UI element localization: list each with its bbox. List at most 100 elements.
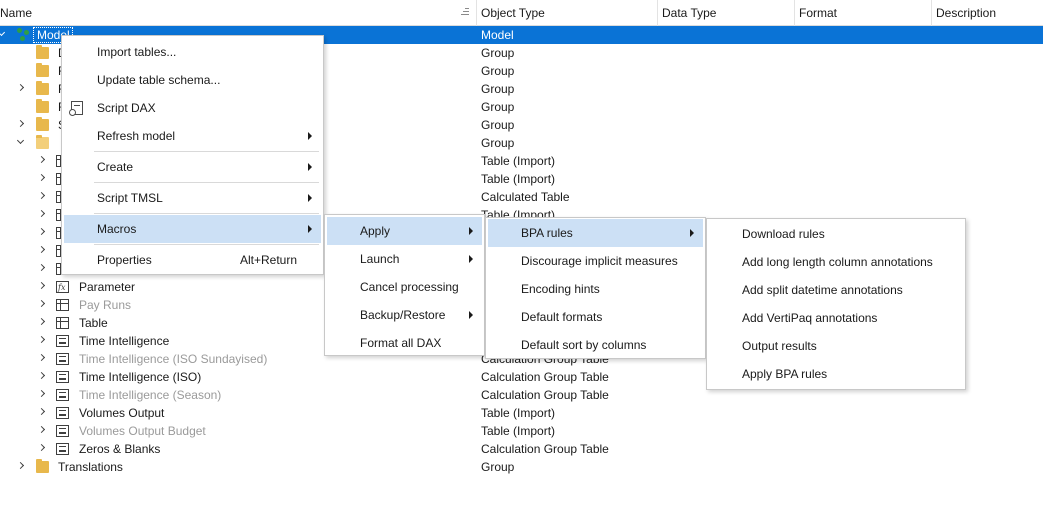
row-object-type: Table (Import) [481,154,556,168]
tree-row[interactable]: Time Intelligence (Season) Calculation G… [0,386,1043,404]
collapse-chevron-icon[interactable] [17,138,25,146]
tree-row[interactable]: Volumes Output Budget Table (Import) [0,422,1043,440]
tree-row[interactable]: Time Intelligence (ISO) Calculation Grou… [0,368,1043,386]
tree-row-parameter[interactable]: Parameter [0,278,1043,297]
model-icon [17,28,30,42]
expand-chevron-icon[interactable] [38,246,46,254]
expand-chevron-icon[interactable] [38,444,46,452]
menu-item-launch[interactable]: Launch [327,245,482,273]
row-object-type: Calculation Group Table [481,442,609,456]
menu-item-default-formats[interactable]: Default formats [488,303,703,331]
tree-row[interactable]: Volumes Output Table (Import) [0,404,1043,422]
calculation-group-icon [56,389,69,401]
tree-row[interactable]: Zeros & Blanks Calculation Group Table [0,440,1043,458]
row-object-type: Group [481,100,515,114]
expand-chevron-icon[interactable] [38,174,46,182]
menu-item-label: Default sort by columns [521,338,647,352]
row-object-type: Group [481,64,515,78]
menu-item-import-tables[interactable]: Import tables... [64,38,321,66]
header-name[interactable]: Name [0,0,477,26]
menu-item-label: Output results [742,339,817,353]
menu-item-apply[interactable]: Apply [327,217,482,245]
tree-row-time-intelligence[interactable]: Time Intelligence [0,332,1043,350]
menu-item-discourage-implicit-measures[interactable]: Discourage implicit measures [488,247,703,275]
menu-item-label: Import tables... [97,45,177,59]
menu-item-label: Script TMSL [97,191,163,205]
menu-item-output-results[interactable]: Output results [709,332,963,360]
tree-row-table[interactable]: Table [0,314,1043,332]
tree-row-pay-runs[interactable]: Pay Runs [0,296,1043,314]
expand-chevron-icon[interactable] [38,300,46,308]
submenu-arrow-icon [308,132,312,140]
menu-item-default-sort-by-columns[interactable]: Default sort by columns [488,331,703,359]
calculation-group-icon [56,371,69,383]
menu-item-macros[interactable]: Macros [64,215,321,243]
expand-chevron-icon[interactable] [17,84,25,92]
expand-chevron-icon[interactable] [38,336,46,344]
menu-item-label: Properties [97,253,152,267]
tree-row-translations[interactable]: Translations Group [0,458,1043,476]
menu-item-label: Refresh model [97,129,176,143]
expand-chevron-icon[interactable] [38,408,46,416]
menu-item-encoding-hints[interactable]: Encoding hints [488,275,703,303]
sort-icon[interactable] [459,8,469,18]
menu-item-download-rules[interactable]: Download rules [709,220,963,248]
expand-chevron-icon[interactable] [17,462,25,470]
menu-item-cancel-processing[interactable]: Cancel processing [327,273,482,301]
menu-item-apply-bpa-rules[interactable]: Apply BPA rules [709,360,963,388]
menu-item-script-dax[interactable]: Script DAX [64,94,321,122]
header-object-type[interactable]: Object Type [477,0,658,26]
row-name: Time Intelligence [79,334,170,348]
menu-item-bpa-rules[interactable]: BPA rules [488,219,703,247]
expand-chevron-icon[interactable] [38,156,46,164]
folder-icon [36,459,49,473]
column-header: Name Object Type Data Type Format Descri… [0,0,1043,26]
expand-chevron-icon[interactable] [38,390,46,398]
row-name: Time Intelligence (Season) [79,388,222,402]
submenu-arrow-icon [469,311,473,319]
menu-item-label: Discourage implicit measures [521,254,678,268]
expand-chevron-icon[interactable] [38,354,46,362]
menu-item-label: Add split datetime annotations [742,283,903,297]
row-object-type: Calculated Table [481,190,570,204]
menu-item-add-long-length-column-annotations[interactable]: Add long length column annotations [709,248,963,276]
menu-item-properties[interactable]: Properties Alt+Return [64,246,321,274]
header-description[interactable]: Description [936,6,997,20]
submenu-arrow-icon [308,194,312,202]
menu-separator [94,151,319,152]
menu-item-backup-restore[interactable]: Backup/Restore [327,301,482,329]
expand-chevron-icon[interactable] [38,264,46,272]
collapse-chevron-icon[interactable] [0,30,6,38]
calculation-group-icon [56,443,69,455]
menu-item-add-vertipaq-annotations[interactable]: Add VertiPaq annotations [709,304,963,332]
menu-item-label: Download rules [742,227,825,241]
expand-chevron-icon[interactable] [38,228,46,236]
table-icon [56,299,69,311]
menu-item-label: Apply [360,224,391,238]
table-icon [56,425,69,437]
macros-submenu: Apply Launch Cancel processing Backup/Re… [324,214,485,356]
menu-item-add-split-datetime-annotations[interactable]: Add split datetime annotations [709,276,963,304]
menu-item-format-all-dax[interactable]: Format all DAX [327,329,482,357]
bpa-rules-submenu: Download rules Add long length column an… [706,218,966,390]
menu-item-script-tmsl[interactable]: Script TMSL [64,184,321,212]
table-icon [56,407,69,419]
expand-chevron-icon[interactable] [38,372,46,380]
menu-item-label: Apply BPA rules [742,367,828,381]
folder-icon [36,45,49,59]
calculation-group-icon [56,335,69,347]
row-object-type: Table (Import) [481,424,556,438]
menu-item-create[interactable]: Create [64,153,321,181]
menu-item-refresh-model[interactable]: Refresh model [64,122,321,150]
menu-item-label: Format all DAX [360,336,442,350]
expand-chevron-icon[interactable] [38,210,46,218]
header-format[interactable]: Format [795,0,932,26]
header-data-type[interactable]: Data Type [658,0,795,26]
expand-chevron-icon[interactable] [38,318,46,326]
expand-chevron-icon[interactable] [17,120,25,128]
expand-chevron-icon[interactable] [38,426,46,434]
tree-row[interactable]: Group [0,134,1043,152]
menu-item-update-table-schema[interactable]: Update table schema... [64,66,321,94]
expand-chevron-icon[interactable] [38,282,46,290]
expand-chevron-icon[interactable] [38,192,46,200]
